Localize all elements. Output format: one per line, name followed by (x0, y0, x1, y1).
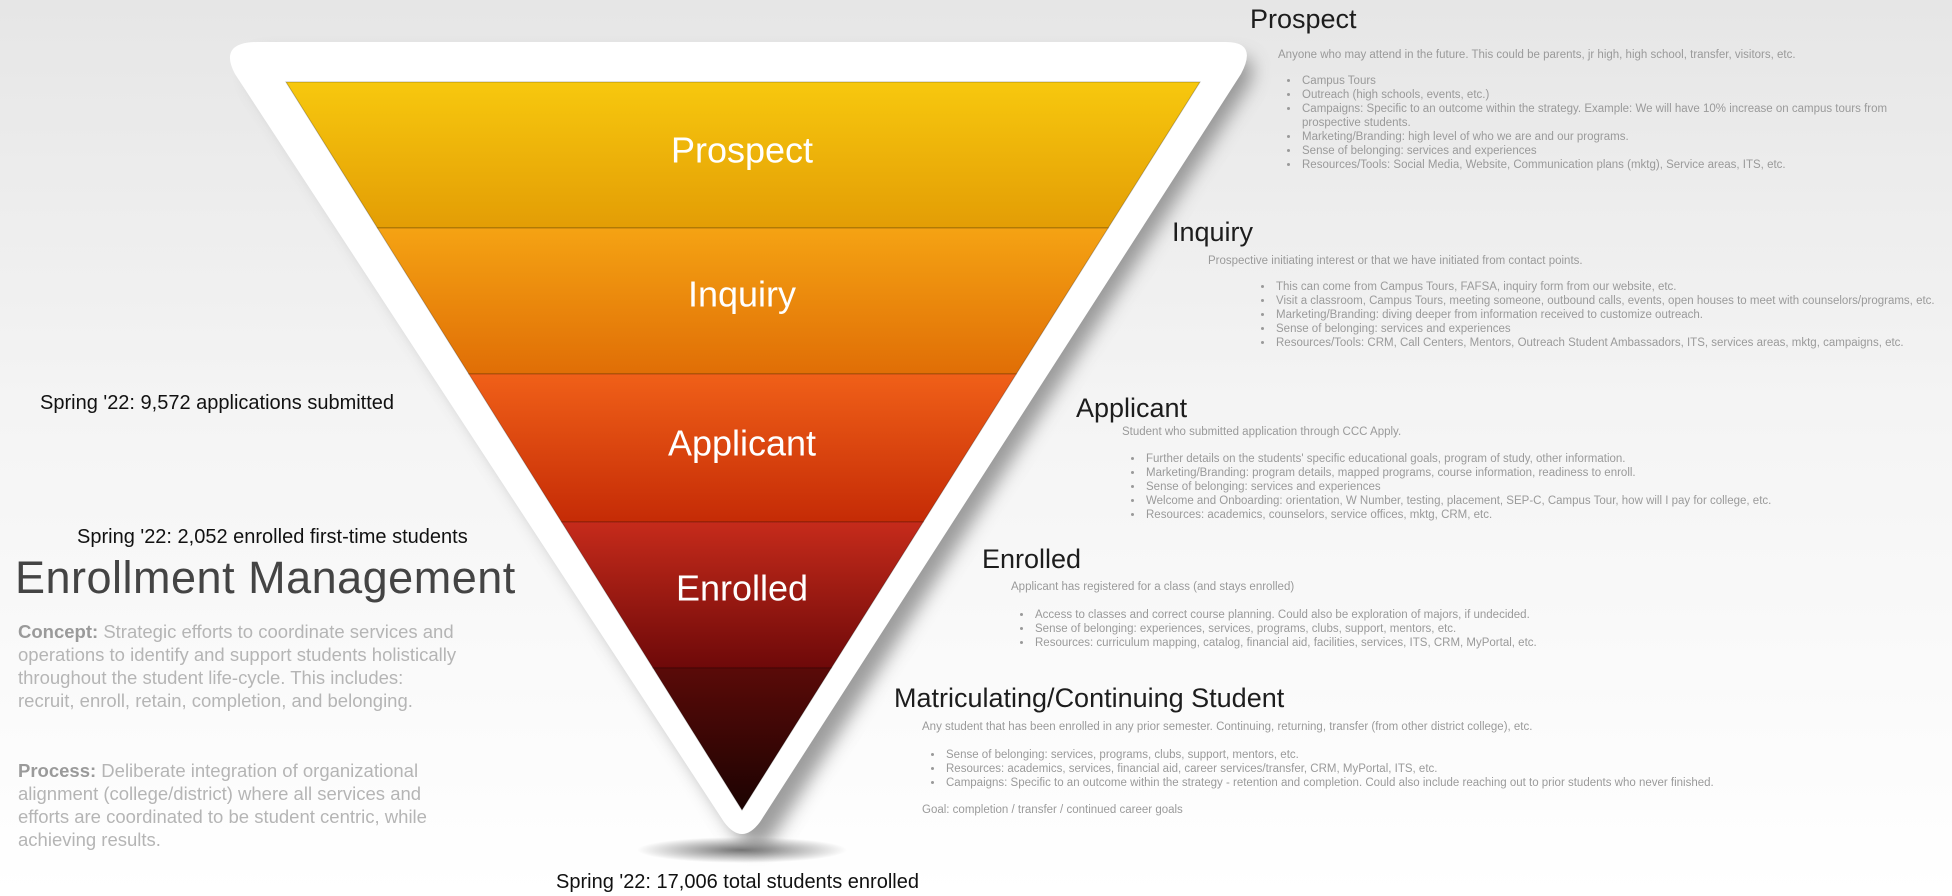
detail-matriculating-goal: Goal: completion / transfer / continued … (922, 804, 1183, 816)
list-item: Sense of belonging: services and experie… (1274, 322, 1942, 336)
stat-total: Spring '22: 17,006 total students enroll… (556, 871, 919, 893)
list-item: Resources: curriculum mapping, catalog, … (1033, 636, 1942, 650)
detail-applicant: Applicant Student who submitted applicat… (1076, 393, 1942, 522)
detail-enrolled: Enrolled Applicant has registered for a … (982, 544, 1942, 650)
list-item: Resources/Tools: Social Media, Website, … (1300, 158, 1940, 172)
stat-first-time: Spring '22: 2,052 enrolled first-time st… (77, 526, 468, 548)
detail-matriculating: Matriculating/Continuing Student Any stu… (894, 683, 1944, 816)
detail-applicant-title: Applicant (1076, 393, 1188, 423)
detail-enrolled-title: Enrolled (982, 544, 1082, 574)
list-item: Campus Tours (1300, 74, 1940, 88)
page-title: Enrollment Management (15, 552, 516, 603)
process-label: Process: (18, 760, 97, 781)
list-item: Marketing/Branding: diving deeper from i… (1274, 308, 1942, 322)
list-item: Resources/Tools: CRM, Call Centers, Ment… (1274, 336, 1942, 350)
list-item: Sense of belonging: services and experie… (1300, 144, 1940, 158)
list-item: Welcome and Onboarding: orientation, W N… (1144, 494, 1942, 508)
list-item: Marketing/Branding: high level of who we… (1300, 130, 1940, 144)
list-item: Outreach (high schools, events, etc.) (1300, 88, 1940, 102)
process-text: Deliberate integration of organizational… (18, 760, 427, 850)
list-item: Sense of belonging: services and experie… (1144, 480, 1942, 494)
list-item: Sense of belonging: experiences, service… (1033, 622, 1942, 636)
detail-applicant-list: Further details on the students' specifi… (1122, 452, 1942, 522)
detail-inquiry-list: This can come from Campus Tours, FAFSA, … (1252, 280, 1942, 350)
funnel-ground-shadow (637, 837, 847, 863)
detail-prospect-list: Campus ToursOutreach (high schools, even… (1278, 74, 1940, 172)
funnel-layer-base (652, 667, 833, 811)
list-item: Marketing/Branding: program details, map… (1144, 466, 1942, 480)
list-item: Visit a classroom, Campus Tours, meeting… (1274, 294, 1942, 308)
list-item: Campaigns: Specific to an outcome within… (944, 776, 1944, 790)
stat-applications: Spring '22: 9,572 applications submitted (40, 392, 395, 414)
list-item: Resources: academics, counselors, servic… (1144, 508, 1942, 522)
detail-enrolled-list: Access to classes and correct course pla… (1011, 608, 1942, 650)
detail-inquiry-title: Inquiry (1172, 217, 1254, 247)
list-item: This can come from Campus Tours, FAFSA, … (1274, 280, 1942, 294)
list-item: Resources: academics, services, financia… (944, 762, 1944, 776)
detail-inquiry: Inquiry Prospective initiating interest … (1172, 217, 1942, 350)
list-item: Further details on the students' specifi… (1144, 452, 1942, 466)
list-item: Sense of belonging: services, programs, … (944, 748, 1944, 762)
detail-matriculating-list: Sense of belonging: services, programs, … (922, 748, 1944, 790)
detail-prospect: Prospect Anyone who may attend in the fu… (1250, 4, 1940, 172)
process-paragraph: Process: Deliberate integration of organ… (18, 759, 458, 851)
funnel-label-applicant: Applicant (668, 423, 816, 464)
detail-enrolled-desc: Applicant has registered for a class (an… (1011, 581, 1295, 593)
concept-text: Strategic efforts to coordinate services… (18, 621, 457, 711)
detail-matriculating-title: Matriculating/Continuing Student (894, 683, 1285, 713)
list-item: Access to classes and correct course pla… (1033, 608, 1942, 622)
concept-label: Concept: (18, 621, 99, 642)
detail-prospect-desc: Anyone who may attend in the future. Thi… (1278, 49, 1796, 61)
detail-applicant-desc: Student who submitted application throug… (1122, 426, 1402, 438)
funnel-label-prospect: Prospect (671, 130, 813, 171)
concept-paragraph: Concept: Strategic efforts to coordinate… (18, 620, 458, 712)
detail-inquiry-desc: Prospective initiating interest or that … (1208, 255, 1583, 267)
list-item: Campaigns: Specific to an outcome within… (1300, 102, 1940, 130)
funnel-label-inquiry: Inquiry (688, 274, 796, 315)
detail-prospect-title: Prospect (1250, 4, 1357, 34)
funnel-label-enrolled: Enrolled (676, 568, 808, 609)
detail-matriculating-desc: Any student that has been enrolled in an… (922, 721, 1533, 733)
